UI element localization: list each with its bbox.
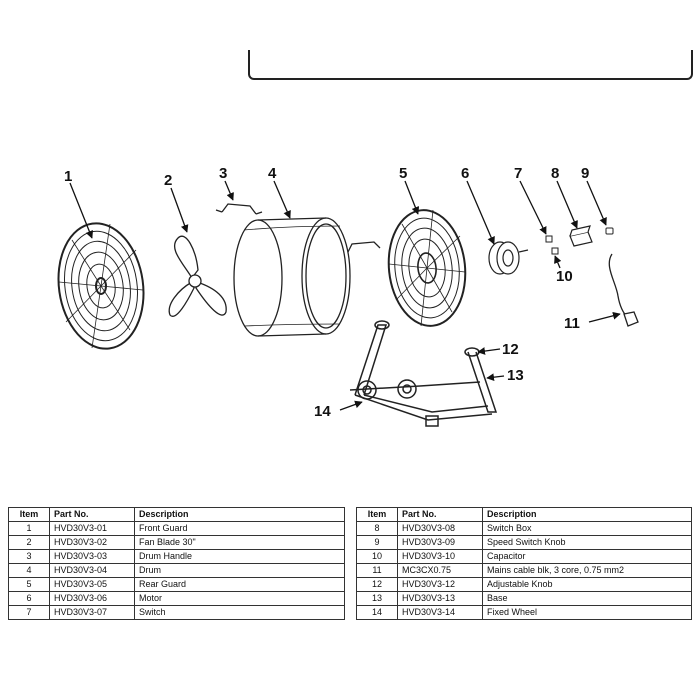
callout-1: 1 [64, 168, 72, 185]
leader-lines [69, 180, 621, 411]
speed-knob-drawing [605, 227, 614, 235]
cell-item: 6 [8, 591, 50, 606]
table-header-row: Item Part No. Description [356, 507, 692, 522]
drum-handle-right-drawing [347, 241, 381, 253]
cell-part-no: HVD30V3-12 [397, 577, 483, 592]
cell-description: Motor [134, 591, 345, 606]
front-guard-drawing [57, 222, 145, 350]
cell-item: 14 [356, 605, 398, 620]
cell-part-no: MC3CX0.75 [397, 563, 483, 578]
mains-cable-drawing [608, 253, 639, 327]
cell-description: Capacitor [482, 549, 692, 564]
model-title-box [248, 50, 693, 80]
exploded-parts-diagram: 1 2 3 4 5 6 7 8 9 10 11 12 13 14 [57, 165, 639, 427]
cell-part-no: HVD30V3-06 [49, 591, 135, 606]
cell-part-no: HVD30V3-10 [397, 549, 483, 564]
drum-handle-drawing [215, 203, 263, 215]
cell-part-no: HVD30V3-05 [49, 577, 135, 592]
cell-description: Switch [134, 605, 345, 620]
header-item: Item [8, 507, 50, 522]
cell-item: 9 [356, 535, 398, 550]
callout-5: 5 [399, 165, 407, 182]
base-stand-drawing [349, 320, 498, 427]
callout-7: 7 [514, 165, 522, 182]
callout-2: 2 [164, 172, 172, 189]
callout-3: 3 [219, 165, 227, 182]
cell-description: Mains cable blk, 3 core, 0.75 mm2 [482, 563, 692, 578]
callout-9: 9 [581, 165, 589, 182]
cell-part-no: HVD30V3-01 [49, 521, 135, 536]
cell-item: 10 [356, 549, 398, 564]
cell-part-no: HVD30V3-14 [397, 605, 483, 620]
callout-13: 13 [507, 367, 524, 384]
cell-part-no: HVD30V3-07 [49, 605, 135, 620]
header-item: Item [356, 507, 398, 522]
callout-8: 8 [551, 165, 559, 182]
motor-drawing [488, 241, 529, 275]
cell-description: Speed Switch Knob [482, 535, 692, 550]
cell-description: Fan Blade 30" [134, 535, 345, 550]
cell-item: 11 [356, 563, 398, 578]
cell-item: 3 [8, 549, 50, 564]
cell-part-no: HVD30V3-08 [397, 521, 483, 536]
header-part-no: Part No. [397, 507, 483, 522]
drum-drawing [233, 217, 351, 337]
rear-guard-drawing [387, 209, 467, 327]
callout-11: 11 [564, 315, 580, 332]
cell-item: 4 [8, 563, 50, 578]
capacitor-drawing [551, 247, 559, 255]
cell-description: Drum Handle [134, 549, 345, 564]
cell-part-no: HVD30V3-09 [397, 535, 483, 550]
cell-part-no: HVD30V3-03 [49, 549, 135, 564]
switch-box-drawing [569, 225, 593, 247]
cell-item: 1 [8, 521, 50, 536]
header-description: Description [134, 507, 345, 522]
cell-part-no: HVD30V3-02 [49, 535, 135, 550]
cell-part-no: HVD30V3-13 [397, 591, 483, 606]
callout-4: 4 [268, 165, 277, 182]
table-header-row: Item Part No. Description [8, 507, 345, 522]
cell-description: Adjustable Knob [482, 577, 692, 592]
cell-description: Base [482, 591, 692, 606]
cell-item: 12 [356, 577, 398, 592]
cell-item: 2 [8, 535, 50, 550]
header-description: Description [482, 507, 692, 522]
cell-description: Switch Box [482, 521, 692, 536]
callout-12: 12 [502, 341, 519, 358]
cell-description: Fixed Wheel [482, 605, 692, 620]
switch-drawing [545, 235, 553, 243]
callout-6: 6 [461, 165, 469, 182]
cell-item: 8 [356, 521, 398, 536]
fan-blade-drawing [168, 235, 227, 317]
cell-item: 7 [8, 605, 50, 620]
cell-description: Rear Guard [134, 577, 345, 592]
cell-item: 5 [8, 577, 50, 592]
callout-10: 10 [556, 268, 573, 285]
cell-item: 13 [356, 591, 398, 606]
header-part-no: Part No. [49, 507, 135, 522]
cell-part-no: HVD30V3-04 [49, 563, 135, 578]
cell-description: Drum [134, 563, 345, 578]
cell-description: Front Guard [134, 521, 345, 536]
callout-14: 14 [314, 403, 331, 420]
